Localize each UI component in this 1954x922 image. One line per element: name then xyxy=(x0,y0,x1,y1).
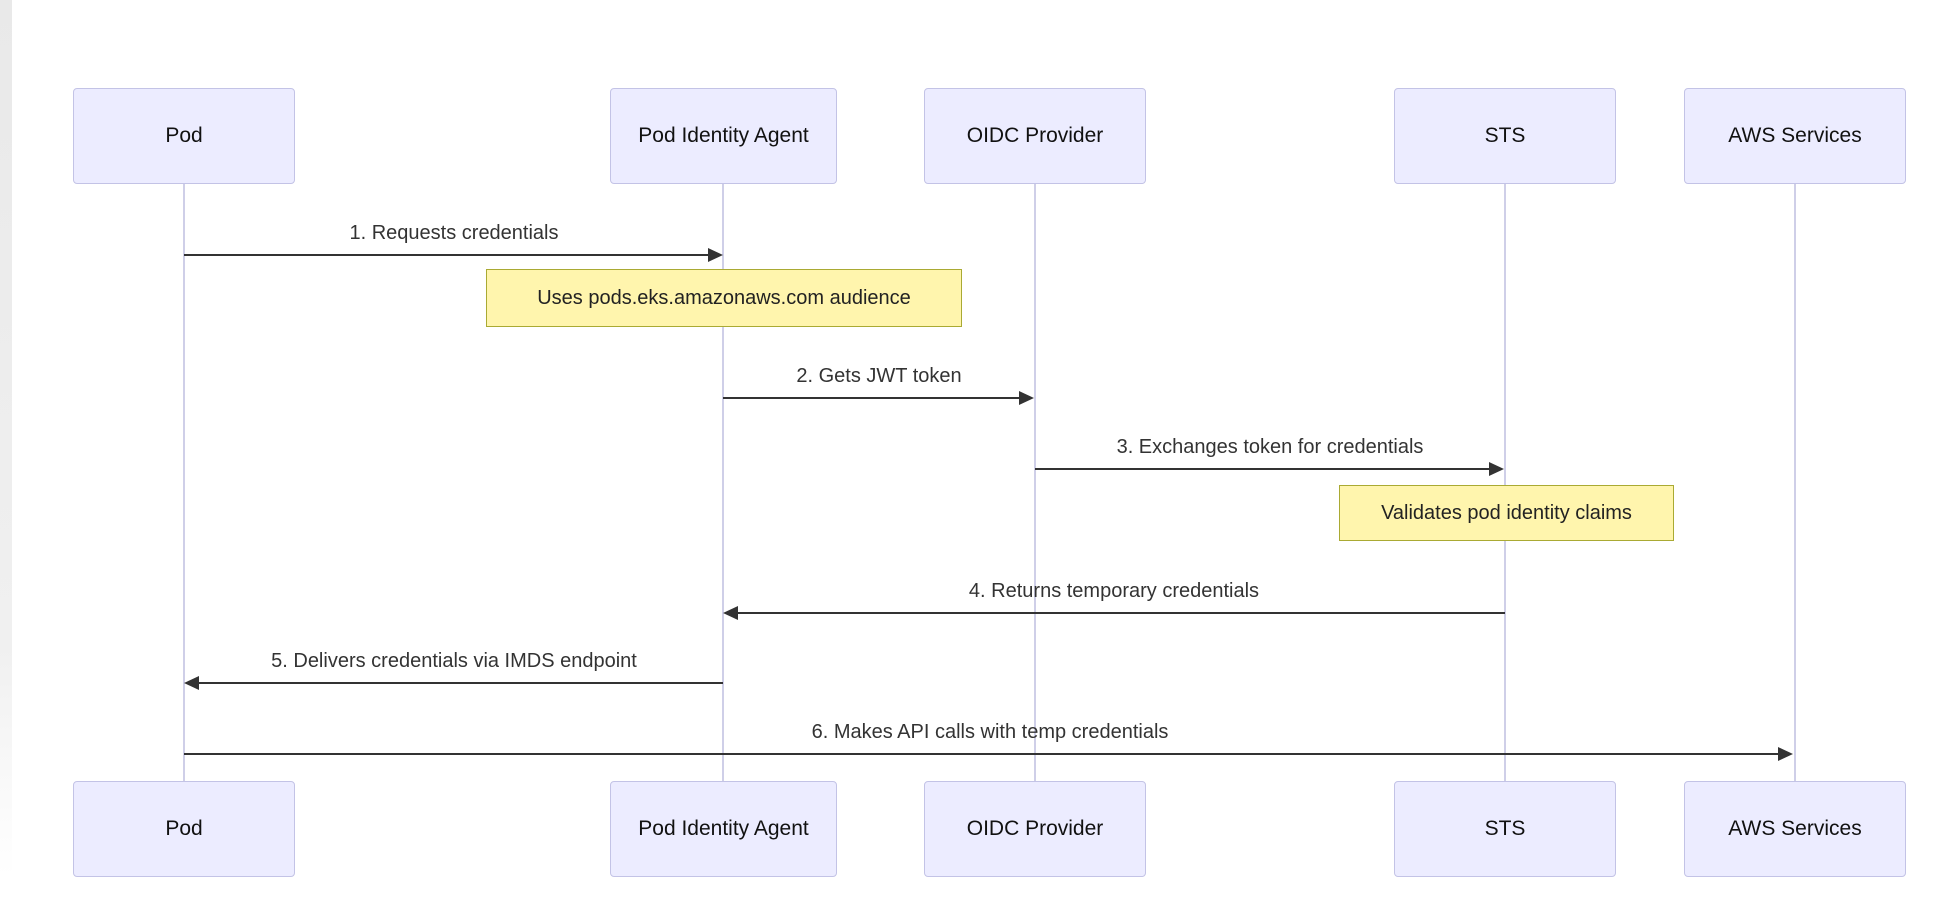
actor-sts-bottom: STS xyxy=(1394,781,1616,877)
message-2-arrow xyxy=(723,397,1021,399)
message-2-label: 2. Gets JWT token xyxy=(796,365,962,387)
message-1-arrow xyxy=(184,254,710,256)
message-1-arrowhead-icon xyxy=(708,248,723,262)
page-edge-gradient xyxy=(0,0,12,922)
note-audience: Uses pods.eks.amazonaws.com audience xyxy=(486,269,962,327)
message-6-arrowhead-icon xyxy=(1778,747,1793,761)
message-3-arrowhead-icon xyxy=(1489,462,1504,476)
message-1-label: 1. Requests credentials xyxy=(349,222,559,244)
note-validates-claims: Validates pod identity claims xyxy=(1339,485,1674,541)
message-4-label: 4. Returns temporary credentials xyxy=(968,580,1260,602)
actor-oidc-provider-top: OIDC Provider xyxy=(924,88,1146,184)
message-5-arrow xyxy=(198,682,723,684)
message-4-arrow xyxy=(737,612,1505,614)
actor-oidc-provider-bottom: OIDC Provider xyxy=(924,781,1146,877)
message-4-arrowhead-icon xyxy=(723,606,738,620)
actor-sts-top: STS xyxy=(1394,88,1616,184)
message-2-arrowhead-icon xyxy=(1019,391,1034,405)
actor-pod-identity-agent-top: Pod Identity Agent xyxy=(610,88,837,184)
message-5-arrowhead-icon xyxy=(184,676,199,690)
lifeline-pod-identity-agent xyxy=(722,184,724,781)
lifeline-sts xyxy=(1504,184,1506,781)
lifeline-aws-services xyxy=(1794,184,1796,781)
lifeline-oidc-provider xyxy=(1034,184,1036,781)
actor-aws-services-top: AWS Services xyxy=(1684,88,1906,184)
lifeline-pod xyxy=(183,184,185,781)
actor-pod-bottom: Pod xyxy=(73,781,295,877)
message-6-arrow xyxy=(184,753,1780,755)
actor-pod-identity-agent-bottom: Pod Identity Agent xyxy=(610,781,837,877)
message-5-label: 5. Delivers credentials via IMDS endpoin… xyxy=(271,650,637,672)
message-6-label: 6. Makes API calls with temp credentials xyxy=(811,721,1169,743)
message-3-arrow xyxy=(1035,468,1491,470)
actor-aws-services-bottom: AWS Services xyxy=(1684,781,1906,877)
message-3-label: 3. Exchanges token for credentials xyxy=(1116,436,1424,458)
actor-pod-top: Pod xyxy=(73,88,295,184)
